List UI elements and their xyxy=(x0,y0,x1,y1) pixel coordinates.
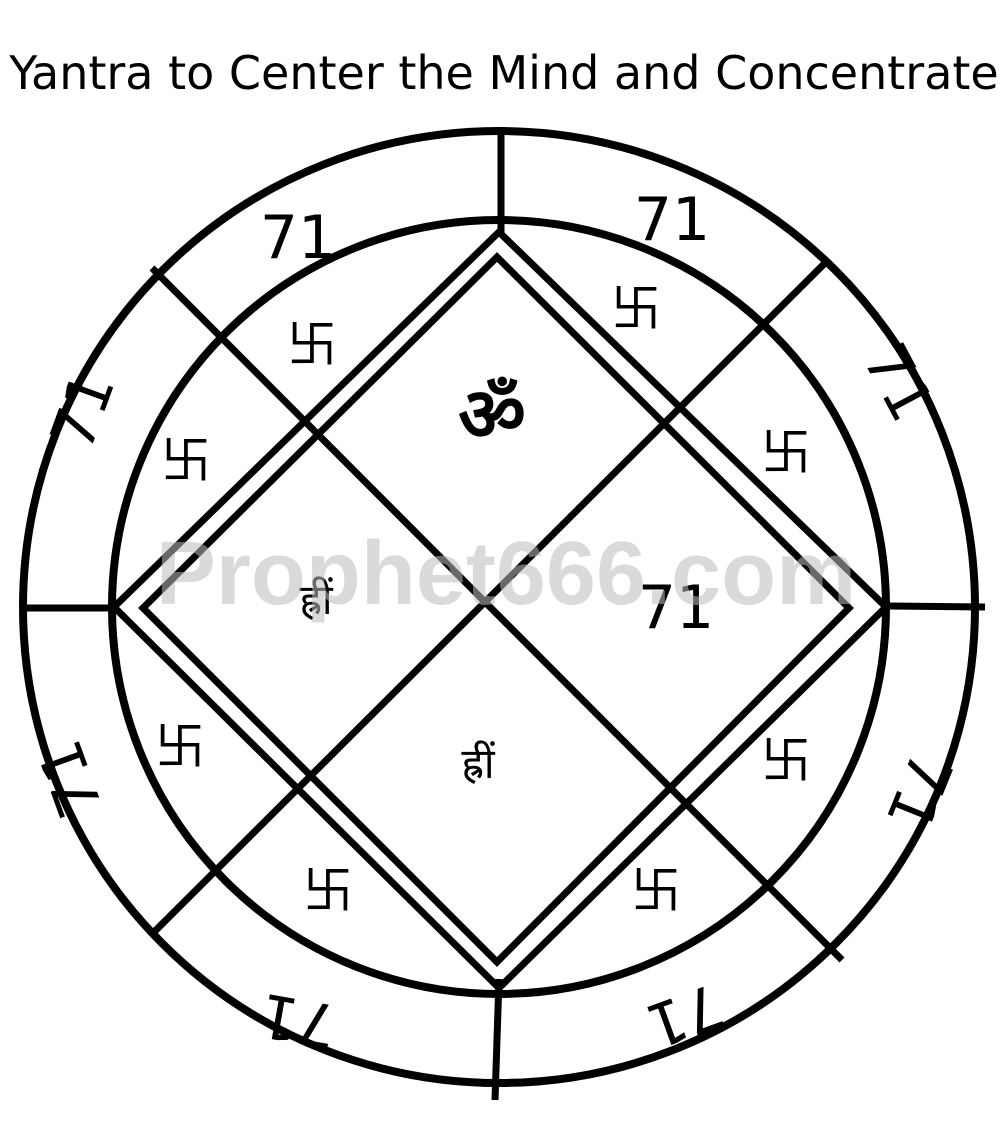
swastika-symbols: 卐 卐 卐 卐 卐 卐 卐 卐 xyxy=(155,280,811,920)
swastika-icon: 卐 xyxy=(761,424,811,482)
ring-dividers xyxy=(20,127,986,1101)
swastika-icon: 卐 xyxy=(287,316,337,374)
ring-number: 71 xyxy=(255,979,342,1061)
ring-number: 71 xyxy=(260,203,336,273)
hrim-text-bottom: ह्रीं xyxy=(461,739,495,788)
swastika-icon: 卐 xyxy=(303,862,353,920)
swastika-icon: 卐 xyxy=(761,732,811,790)
page-title: Yantra to Center the Mind and Concentrat… xyxy=(9,46,999,100)
ring-number: 71 xyxy=(637,969,733,1061)
watermark: Prophet666.com xyxy=(156,524,856,624)
swastika-icon: 卐 xyxy=(611,280,661,338)
om-symbol: ॐ xyxy=(458,372,526,458)
inner-diamond xyxy=(138,252,854,967)
ring-number: 71 xyxy=(25,731,117,827)
hrim-text-left: ह्रीं xyxy=(299,575,333,624)
swastika-icon: 卐 xyxy=(161,432,211,490)
swastika-icon: 卐 xyxy=(631,862,681,920)
swastika-icon: 卐 xyxy=(155,718,205,776)
outer-diamond xyxy=(109,227,892,993)
center-number-right: 71 xyxy=(638,573,714,643)
ring-number: 71 xyxy=(634,185,710,255)
diagonal-lines xyxy=(147,259,845,963)
